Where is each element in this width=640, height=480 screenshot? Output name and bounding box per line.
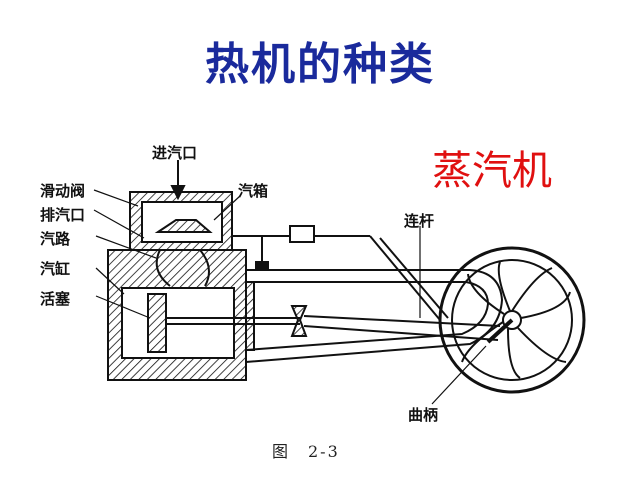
- piston-rod: [166, 305, 308, 337]
- piston: [147, 293, 167, 353]
- connecting-rod-shape: [303, 315, 501, 341]
- label-piston: 活塞: [40, 290, 71, 308]
- label-connecting-rod: 连杆: [404, 212, 435, 230]
- label-cylinder: 汽缸: [40, 260, 71, 278]
- flywheel: [438, 246, 586, 394]
- cylinder-body: [107, 249, 247, 381]
- inlet-arrow: [170, 160, 186, 201]
- label-inlet: 进汽口: [152, 144, 198, 162]
- diagram-subtitle: 蒸汽机: [432, 148, 552, 194]
- leader-lines: [93, 189, 487, 405]
- label-crank: 曲柄: [408, 406, 439, 424]
- figure-caption: 图 2-3: [272, 442, 340, 461]
- steam-chest: [129, 191, 233, 251]
- label-steam-chamber: 汽箱: [238, 182, 269, 200]
- page-title: 热机的种类: [205, 39, 435, 90]
- label-exhaust: 排汽口: [40, 206, 86, 224]
- valve-linkage: [232, 225, 449, 321]
- label-slide-valve: 滑动阀: [40, 182, 86, 200]
- label-passage: 汽路: [40, 230, 71, 248]
